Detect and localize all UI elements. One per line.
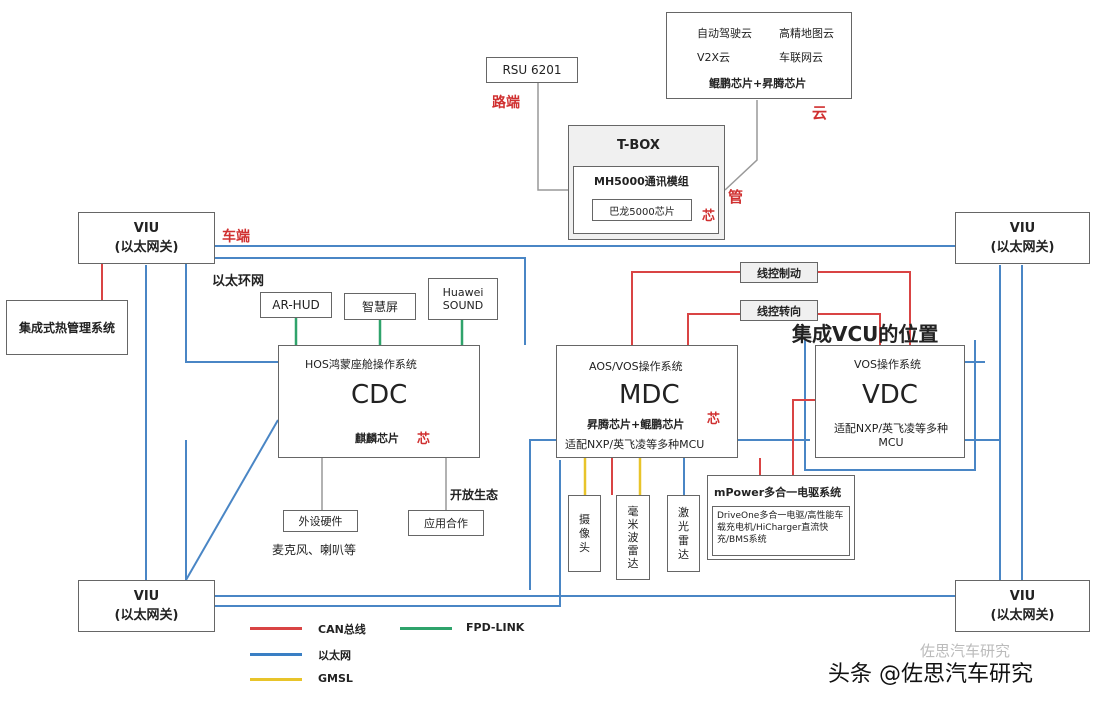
cloud-tag: 云	[812, 104, 828, 122]
viu-title: VIU	[133, 221, 160, 236]
cloud-item: 高精地图云	[779, 27, 834, 40]
mdc-chip: 昇腾芯片+鲲鹏芯片	[587, 418, 685, 431]
can-lines	[101, 264, 911, 495]
legend-label-gmsl: GMSL	[318, 672, 353, 685]
thermal-label: 集成式热管理系统	[19, 321, 116, 335]
legend-label-fpd: FPD-LINK	[466, 621, 525, 634]
mdc-name: MDC	[619, 380, 680, 410]
chip-icon: 芯	[417, 432, 431, 447]
viu-subtitle: (以太网关)	[990, 240, 1055, 255]
chip-icon: 芯	[702, 209, 716, 224]
huawei-sound-label: Huawei SOUND	[442, 286, 484, 312]
tbox-box: T-BOX MH5000通讯模组 巴龙5000芯片 芯	[568, 125, 725, 240]
mpower-desc: DriveOne多合一电驱/高性能车载充电机/HiCharger直流快充/BMS…	[717, 511, 844, 545]
chip-icon: 芯	[707, 412, 721, 427]
huawei-sound-box: Huawei SOUND	[428, 278, 498, 320]
mmwave-radar-box: 毫米波雷达	[616, 495, 650, 580]
tbox-modem: MH5000通讯模组	[594, 175, 689, 188]
cloud-item: 自动驾驶云	[697, 27, 752, 40]
camera-label: 摄像头	[579, 512, 590, 554]
external-device-box: 外设硬件	[283, 510, 358, 532]
open-ecosystem-label: 开放生态	[450, 488, 499, 502]
camera-box: 摄像头	[568, 495, 601, 572]
vdc-os: VOS操作系统	[854, 358, 921, 371]
viu-top-right: VIU (以太网关)	[955, 212, 1090, 264]
gray-lines	[321, 82, 758, 510]
ethernet-ring-label: 以太环网	[212, 274, 265, 289]
viu-title: VIU	[133, 589, 160, 604]
legend-swatch-fpd	[400, 627, 452, 630]
legend-label-can: CAN总线	[318, 623, 366, 636]
app-partner-box: 应用合作	[408, 510, 484, 536]
ar-hud-box: AR-HUD	[260, 292, 332, 318]
steer-box: 线控转向	[740, 300, 818, 321]
mmwave-radar-label: 毫米波雷达	[627, 505, 639, 570]
viu-title: VIU	[1009, 589, 1036, 604]
watermark-main: 头条 @佐思汽车研究	[828, 662, 1033, 687]
cdc-chip: 麒麟芯片	[355, 432, 399, 445]
vdc-mcu: 适配NXP/英飞凌等多种MCU	[833, 422, 949, 449]
vehicle-tag: 车端	[222, 229, 250, 245]
smart-screen-box: 智慧屏	[344, 293, 416, 320]
cdc-name: CDC	[351, 380, 408, 410]
external-device-sub: 麦克风、喇叭等	[272, 543, 357, 557]
cdc-box: HOS鸿蒙座舱操作系统 CDC 麒麟芯片 芯	[278, 345, 480, 458]
app-partner-label: 应用合作	[424, 517, 468, 530]
tbox-title: T-BOX	[617, 138, 660, 153]
cloud-box: 自动驾驶云 高精地图云 V2X云 车联网云 鲲鹏芯片+昇腾芯片	[666, 12, 852, 99]
mdc-mcu: 适配NXP/英飞凌等多种MCU	[565, 438, 705, 451]
vdc-box: VOS操作系统 VDC 适配NXP/英飞凌等多种MCU	[815, 345, 965, 458]
viu-subtitle: (以太网关)	[990, 608, 1055, 623]
vcu-note: 集成VCU的位置	[792, 322, 939, 346]
mdc-box: AOS/VOS操作系统 MDC 昇腾芯片+鲲鹏芯片 芯 适配NXP/英飞凌等多种…	[556, 345, 738, 458]
tbox-modem-box: MH5000通讯模组 巴龙5000芯片 芯	[573, 166, 719, 234]
legend-swatch-can	[250, 627, 302, 630]
legend-swatch-eth	[250, 653, 302, 656]
viu-subtitle: (以太网关)	[114, 240, 179, 255]
viu-subtitle: (以太网关)	[114, 608, 179, 623]
gmsl-lines	[583, 458, 642, 495]
legend-swatch-gmsl	[250, 678, 302, 681]
lidar-box: 激光雷达	[667, 495, 700, 572]
mpower-box: mPower多合一电驱系统 DriveOne多合一电驱/高性能车载充电机/HiC…	[707, 475, 855, 560]
mdc-os: AOS/VOS操作系统	[589, 360, 683, 373]
cdc-os: HOS鸿蒙座舱操作系统	[305, 358, 417, 371]
pipe-tag: 管	[728, 188, 744, 206]
brake-box: 线控制动	[740, 262, 818, 283]
tbox-chip-box: 巴龙5000芯片	[592, 199, 692, 221]
mpower-detail-box: DriveOne多合一电驱/高性能车载充电机/HiCharger直流快充/BMS…	[712, 506, 850, 556]
mpower-title: mPower多合一电驱系统	[714, 486, 842, 499]
cloud-item: V2X云	[697, 51, 731, 64]
external-device-label: 外设硬件	[298, 515, 343, 528]
viu-top-left: VIU (以太网关)	[78, 212, 215, 264]
cloud-chip: 鲲鹏芯片+昇腾芯片	[709, 77, 807, 90]
rsu-box: RSU 6201	[486, 57, 578, 83]
road-tag: 路端	[492, 95, 520, 111]
viu-bottom-right: VIU (以太网关)	[955, 580, 1090, 632]
watermark-faint: 佐思汽车研究	[920, 642, 1011, 660]
smart-screen-label: 智慧屏	[361, 300, 398, 314]
ethernet-lines	[145, 245, 1023, 607]
steer-label: 线控转向	[757, 304, 801, 318]
vdc-name: VDC	[862, 380, 918, 410]
viu-title: VIU	[1009, 221, 1036, 236]
cloud-item: 车联网云	[779, 51, 823, 64]
lidar-label: 激光雷达	[678, 505, 689, 561]
brake-label: 线控制动	[757, 266, 801, 280]
viu-bottom-left: VIU (以太网关)	[78, 580, 215, 632]
legend-label-eth: 以太网	[318, 649, 351, 662]
rsu-label: RSU 6201	[502, 63, 562, 77]
ar-hud-label: AR-HUD	[272, 298, 320, 312]
fpd-lines	[294, 318, 464, 345]
tbox-chip: 巴龙5000芯片	[609, 206, 675, 218]
thermal-box: 集成式热管理系统	[6, 300, 128, 355]
